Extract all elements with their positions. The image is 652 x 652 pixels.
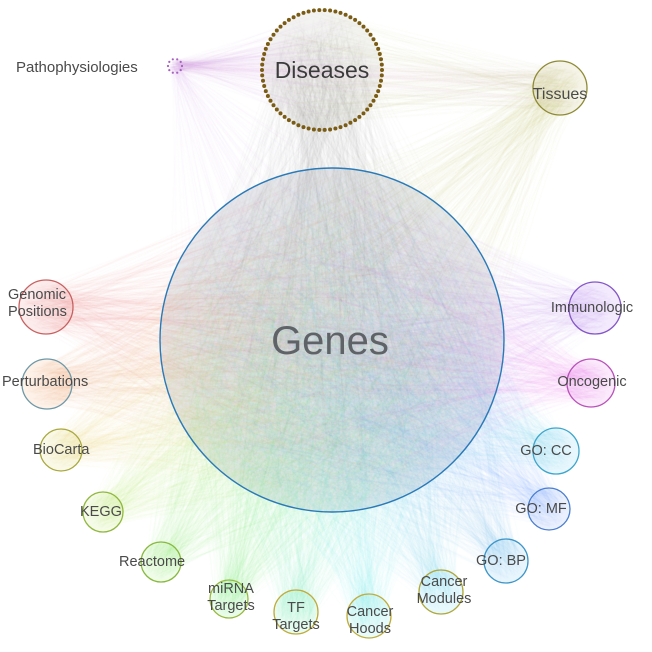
node-circle-biocarta[interactable] [39,428,83,472]
node-circle-tf_targets[interactable] [273,589,319,635]
node-circle-immunologic[interactable] [568,281,622,335]
node-circle-cancer_hoods[interactable] [346,593,392,639]
node-circle-genomic_positions[interactable] [18,279,74,335]
node-circle-go_bp[interactable] [483,538,529,584]
node-circle-go_mf[interactable] [527,487,571,531]
node-circle-perturbations[interactable] [21,358,73,410]
node-circle-cancer_modules[interactable] [418,569,464,615]
node-circle-pathophysiologies[interactable] [166,58,184,74]
node-circle-diseases[interactable] [260,8,384,132]
node-circle-tissues[interactable] [532,60,588,116]
node-circle-reactome[interactable] [140,541,182,583]
node-circle-go_cc[interactable] [532,427,580,475]
node-circle-oncogenic[interactable] [566,358,616,408]
node-circle-kegg[interactable] [82,491,124,533]
node-circle-genes[interactable] [159,167,505,513]
node-circle-mirna_targets[interactable] [209,579,249,619]
